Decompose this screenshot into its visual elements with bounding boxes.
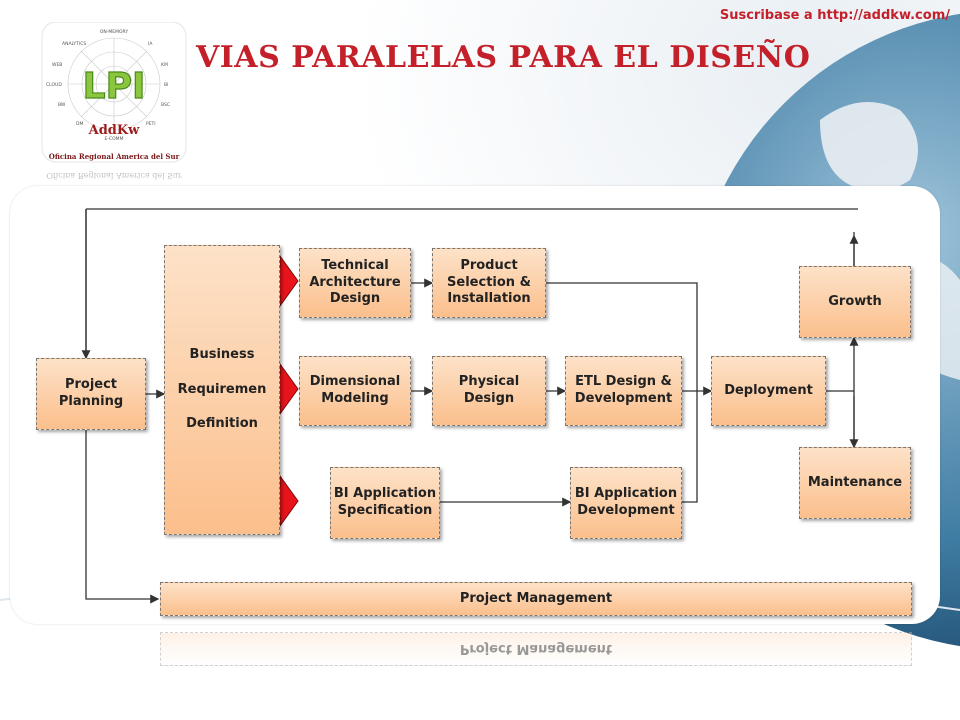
svg-text:CLOUD: CLOUD xyxy=(46,82,62,88)
svg-text:PETI: PETI xyxy=(146,121,156,127)
product-selection-label: Product Selection & Installation xyxy=(447,257,531,307)
growth-label: Growth xyxy=(828,293,882,309)
maintenance-label: Maintenance xyxy=(807,474,903,490)
dimensional-modeling-box: Dimensional Modeling xyxy=(299,356,411,426)
growth-box: Growth xyxy=(799,266,911,338)
svg-text:BI: BI xyxy=(164,82,168,88)
svg-text:BW: BW xyxy=(58,102,66,108)
bi-app-spec-box: BI Application Specification xyxy=(330,467,440,539)
technical-architecture-box: Technical Architecture Design xyxy=(299,248,411,318)
logo-brand-text: AddKw xyxy=(88,123,141,138)
project-planning-box: Project Planning xyxy=(36,358,146,430)
bi-app-spec-label: BI Application Specification xyxy=(333,486,437,518)
technical-architecture-label: Technical Architecture Design xyxy=(309,257,401,307)
etl-design-label: ETL Design & Development xyxy=(574,374,673,406)
logo-lpi-text: LPI xyxy=(83,66,146,107)
maintenance-box: Maintenance xyxy=(799,447,911,519)
etl-design-box: ETL Design & Development xyxy=(565,356,682,426)
product-selection-box: Product Selection & Installation xyxy=(432,248,546,318)
deployment-label: Deployment xyxy=(724,382,813,398)
bi-app-dev-label: BI Application Development xyxy=(574,486,678,518)
svg-text:WEB: WEB xyxy=(52,62,62,68)
logo-office-text: Oficina Regional America del Sur xyxy=(49,152,180,161)
svg-text:ANALYTICS: ANALYTICS xyxy=(62,41,86,47)
project-management-reflection: Project Management xyxy=(160,632,912,666)
project-management-box: Project Management xyxy=(160,582,912,616)
logo-ring-labels: ON-MEMORY IA KM BI BSC PETI E-COMM DM BW… xyxy=(46,29,170,142)
svg-text:BSC: BSC xyxy=(161,102,170,108)
svg-text:E-COMM: E-COMM xyxy=(105,136,124,142)
page-title: VIAS PARALELAS PARA EL DISEÑO xyxy=(196,40,811,75)
business-req-line-2: Requiremen xyxy=(177,381,267,397)
bi-app-dev-box: BI Application Development xyxy=(570,467,682,539)
physical-design-box: Physical Design xyxy=(432,356,546,426)
svg-text:DM: DM xyxy=(76,121,83,127)
subscribe-link[interactable]: Suscribase a http://addkw.com/ xyxy=(719,8,950,23)
svg-text:KM: KM xyxy=(161,62,168,68)
dimensional-modeling-label: Dimensional Modeling xyxy=(309,374,401,406)
business-req-line-3: Definition xyxy=(186,416,258,432)
business-requirements-box: Business Requiremen Definition xyxy=(164,245,280,535)
svg-text:ON-MEMORY: ON-MEMORY xyxy=(100,29,129,35)
project-management-reflection-label: Project Management xyxy=(459,641,613,657)
business-req-line-1: Business xyxy=(189,346,255,362)
project-management-label: Project Management xyxy=(459,590,613,606)
project-planning-label: Project Planning xyxy=(58,377,124,409)
svg-text:IA: IA xyxy=(148,41,153,47)
deployment-box: Deployment xyxy=(711,356,826,426)
physical-design-label: Physical Design xyxy=(458,374,520,406)
lpi-logo: LPI AddKw Oficina Regional America del S… xyxy=(41,22,187,163)
